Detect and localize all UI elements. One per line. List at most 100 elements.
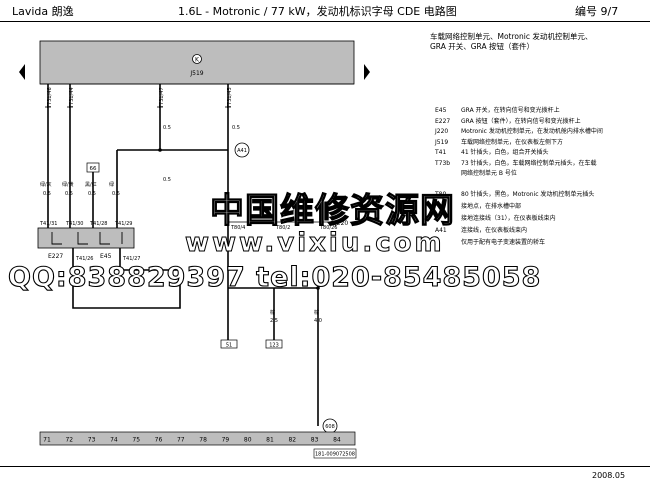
legend-code: A41: [435, 227, 447, 234]
branch-color-label: 绿: [109, 181, 114, 188]
car-model: Lavida 朗逸: [12, 5, 74, 18]
switch-pin-label: T41/31: [39, 221, 57, 227]
branch-color-label: 黑/红: [85, 181, 97, 188]
k-symbol: K: [195, 57, 200, 64]
branch-color-label: 绿/灰: [40, 181, 52, 188]
ref-box-label: 123: [269, 343, 279, 349]
reference-number-bar: [39, 431, 356, 446]
switch-bottom-pin-label: T41/26: [75, 256, 93, 262]
wire-size-label: 0.5: [163, 177, 171, 183]
watermark-url: www.vixiu.com: [185, 228, 445, 259]
legend-description: 41 针插头，白色，组合开关插头: [461, 149, 549, 156]
watermark-contact: QQ:838829397 tel:020-85485058: [7, 261, 542, 293]
panel-title-line-1: 车载网络控制单元、Motronic 发动机控制单元、: [430, 32, 593, 41]
footer-code-box: [313, 448, 357, 459]
j220-label: J220: [334, 220, 348, 227]
legend-code: T41: [435, 149, 447, 156]
legend-description: 仅用于配有电子变速装置的轿车: [461, 239, 546, 246]
reference-number: 84: [333, 437, 341, 444]
reference-boxes: 51 123: [220, 339, 283, 349]
page-number: 编号 9/7: [575, 5, 619, 18]
prev-page-arrow[interactable]: [19, 64, 25, 80]
legend-code: T80: [435, 191, 447, 198]
switch-contacts: [51, 232, 123, 245]
panel-title-line-2: GRA 开关、GRA 按钮（套件）: [430, 42, 534, 51]
ref-box-66: [86, 162, 100, 173]
reference-number: 72: [65, 437, 73, 444]
reference-number: 75: [132, 437, 140, 444]
reference-number: 82: [288, 437, 296, 444]
footer-code: 181-009072508: [315, 452, 355, 458]
reference-number: 78: [199, 437, 207, 444]
switch-bottom-pin-label: T41/27: [122, 256, 140, 262]
ref-box: [265, 339, 283, 349]
legend-code: J519: [435, 138, 449, 146]
legend-description: 网络控制单元 B 号位: [461, 170, 517, 177]
reference-number: 77: [177, 437, 185, 444]
legend-row: J220 Motronic 发动机控制单元，在发动机舱内排水槽中间: [435, 128, 603, 135]
junction-dot: [158, 148, 162, 152]
ref-box-label: 51: [226, 343, 232, 349]
wire-size-label: 0.5: [163, 125, 171, 131]
legend-description: Motronic 发动机控制单元，在发动机舱内排水槽中间: [461, 128, 603, 135]
legend-row: T80 80 针插头，黑色，Motronic 发动机控制单元插头: [435, 191, 594, 198]
legend-row: T41 41 针插头，白色，组合开关插头: [435, 149, 549, 156]
legend-code: T73b: [435, 159, 451, 167]
legend-description: 接地点，在排水槽中部: [461, 203, 522, 210]
watermark-site-name: 中国维修资源网: [209, 190, 455, 231]
lower-wire-label: 棕: [270, 309, 275, 316]
ground-608-label: 608: [325, 424, 335, 430]
t80-pin-label: T80/2: [275, 225, 290, 231]
top-connector-pin: T73b/46: [47, 87, 53, 109]
legend-row: A41 连接线，在仪表板线束内: [435, 227, 527, 234]
next-page-arrow[interactable]: [364, 64, 370, 80]
ref-box: [220, 339, 238, 349]
e45-label: E45: [100, 253, 112, 260]
top-connector-pin: T73b/47: [159, 87, 165, 109]
a41-connector: [234, 142, 250, 158]
legend-row: E227 GRA 按钮（套件），在转向信号和变光拨杆上: [435, 118, 581, 125]
a41-connector-label: A41: [237, 148, 247, 154]
switch-pin-label: T41/28: [89, 221, 107, 227]
page-title: 1.6L - Motronic / 77 kW，发动机标识字母 CDE 电路图: [178, 5, 457, 18]
k-symbol-circle: [192, 54, 202, 64]
branch-size-label: 0.5: [112, 191, 120, 197]
reference-number: 76: [155, 437, 163, 444]
branch-size-label: 0.5: [43, 191, 51, 197]
branch-size-label: 0.5: [88, 191, 96, 197]
top-connector-pin: T73b/45: [227, 87, 233, 109]
legend-row: T73b 73 针插头，白色，车载网络控制单元插头，在车载: [435, 160, 597, 167]
legend-row: 网络控制单元 B 号位: [435, 170, 517, 177]
ref-box-66-label: 66: [90, 166, 97, 172]
reference-number: 79: [222, 437, 230, 444]
e227-label: E227: [48, 253, 63, 260]
wire-t41-26: [72, 248, 181, 309]
legend-description: GRA 按钮（套件），在转向信号和变光拨杆上: [461, 117, 581, 125]
legend-row: 接地连接线（31），在仪表板线束内: [435, 215, 556, 222]
lower-wire-label: 棕: [314, 309, 319, 316]
wire-t41-27: [119, 248, 181, 280]
j519-label: J519: [189, 70, 203, 77]
switch-pin-label: T41/30: [65, 221, 83, 227]
legend-code: J220: [435, 128, 449, 135]
legend-description: 80 针插头，黑色，Motronic 发动机控制单元插头: [461, 191, 595, 198]
legend-description: 连接线，在仪表板线束内: [461, 227, 528, 234]
legend-row: 接地点，在排水槽中部: [435, 203, 521, 210]
header-rule: [0, 21, 650, 22]
reference-number: 80: [244, 437, 252, 444]
branch-size-label: 0.5: [65, 191, 73, 197]
legend-description: 车载网络控制单元，在仪表板左侧下方: [461, 138, 564, 146]
switch-pin-label: T41/29: [114, 221, 132, 227]
gra-switch-box: [37, 227, 135, 249]
branch-color-label: 绿/黄: [62, 181, 74, 188]
legend-description: GRA 开关，在转向信号和变光拨杆上: [461, 107, 560, 114]
legend-code: E227: [435, 117, 451, 125]
reference-number: 73: [88, 437, 96, 444]
legend-description: 73 针插头，白色，车载网络控制单元插头，在车载: [461, 159, 597, 167]
